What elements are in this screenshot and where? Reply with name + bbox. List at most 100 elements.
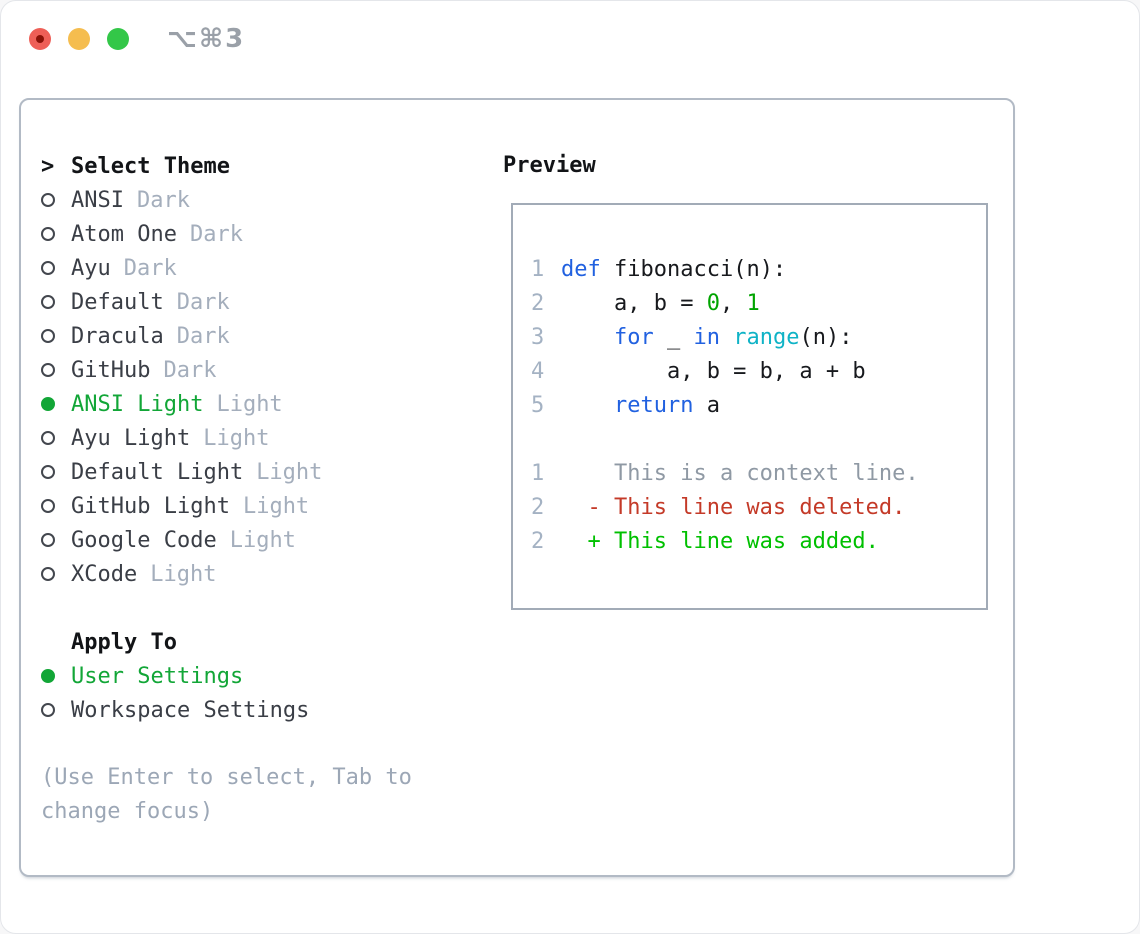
theme-option-github[interactable]: GitHub Dark [41,353,481,387]
code-token: - This line was deleted. [561,495,906,520]
code-text: This is a context line. [561,461,919,486]
spacer [41,727,481,761]
theme-name: GitHub [71,357,151,383]
preview-line: 4 a, b = b, a + b [531,355,986,389]
theme-variant: Light [256,459,323,485]
code-token: 0 [706,291,720,316]
preview-line: 2 a, b = 0, 1 [531,287,986,321]
line-number: 4 [531,359,545,384]
radio-icon [41,227,55,241]
code-token [561,325,614,350]
radio-icon [41,363,55,377]
code-text: for _ in range(n): [561,325,852,350]
theme-option-atom-one[interactable]: Atom One Dark [41,217,481,251]
select-theme-header: > Select Theme [41,149,481,183]
apply-option-user-settings[interactable]: User Settings [41,659,481,693]
caret-icon: > [41,153,55,179]
theme-variant: Light [229,527,296,553]
theme-name: ANSI [71,187,124,213]
code-token: return [613,393,694,418]
apply-option-label: Workspace Settings [71,697,310,723]
theme-option-ayu[interactable]: Ayu Dark [41,251,481,285]
code-token: def [561,257,601,282]
select-theme-title: Select Theme [71,153,230,179]
preview-title: Preview [503,153,596,178]
code-token [720,325,733,350]
radio-marker [41,227,71,241]
theme-name: XCode [71,561,138,587]
theme-variant: Dark [123,255,177,281]
line-number: 1 [531,257,545,282]
theme-variant: Light [242,493,310,519]
line-number: 1 [531,461,545,486]
radio-marker [41,295,71,309]
theme-name: ANSI Light [71,391,204,417]
code-token: 1 [746,291,760,316]
code-token: , [719,291,747,316]
radio-marker [41,363,71,377]
radio-marker [41,329,71,343]
theme-name: Atom One [71,221,177,247]
theme-option-google-code[interactable]: Google Code Light [41,523,481,557]
radio-marker [41,703,71,717]
preview-line [531,423,986,457]
close-button[interactable] [29,28,51,50]
minimize-button[interactable] [68,28,90,50]
code-text: a, b = b, a + b [561,359,866,384]
code-token: (n): [799,325,853,350]
apply-option-workspace-settings[interactable]: Workspace Settings [41,693,481,727]
code-token: _ [653,325,694,350]
radio-marker [41,261,71,275]
radio-icon [41,193,55,207]
radio-marker [41,431,71,445]
code-token: in [693,325,720,350]
radio-icon [41,295,55,309]
code-text: a, b = 0, 1 [561,291,760,316]
radio-icon [41,465,55,479]
theme-variant: Light [150,561,217,587]
theme-variant: Dark [136,187,190,213]
theme-option-xcode[interactable]: XCode Light [41,557,481,591]
theme-name: Ayu Light [71,425,191,451]
theme-variant: Dark [163,357,217,383]
radio-icon [41,261,55,275]
theme-name: Dracula [71,323,164,349]
code-text: return a [561,393,720,418]
radio-selected-icon [41,669,55,683]
apply-to-title: Apply To [71,629,177,655]
theme-option-default-light[interactable]: Default Light Light [41,455,481,489]
theme-name: Default Light [71,459,244,485]
hint-text: (Use Enter to select, Tab to change focu… [41,765,412,824]
theme-variant: Dark [189,221,243,247]
code-token: range [733,325,800,350]
code-text: + This line was added. [561,529,878,554]
code-text: def fibonacci(n): [561,257,786,282]
radio-marker [41,567,71,581]
titlebar: ⌥⌘3 [1,1,1139,77]
radio-marker [41,499,71,513]
theme-name: Ayu [71,255,111,281]
radio-icon [41,329,55,343]
code-token: a, b = [561,291,707,316]
radio-marker [41,193,71,207]
preview-line: 3 for _ in range(n): [531,321,986,355]
theme-option-ansi[interactable]: ANSI Dark [41,183,481,217]
close-dot-icon [36,35,44,43]
theme-name: Google Code [71,527,217,553]
maximize-button[interactable] [107,28,129,50]
radio-marker [41,465,71,479]
code-token [561,393,614,418]
line-number: 2 [531,529,545,554]
code-token: a [693,393,720,418]
